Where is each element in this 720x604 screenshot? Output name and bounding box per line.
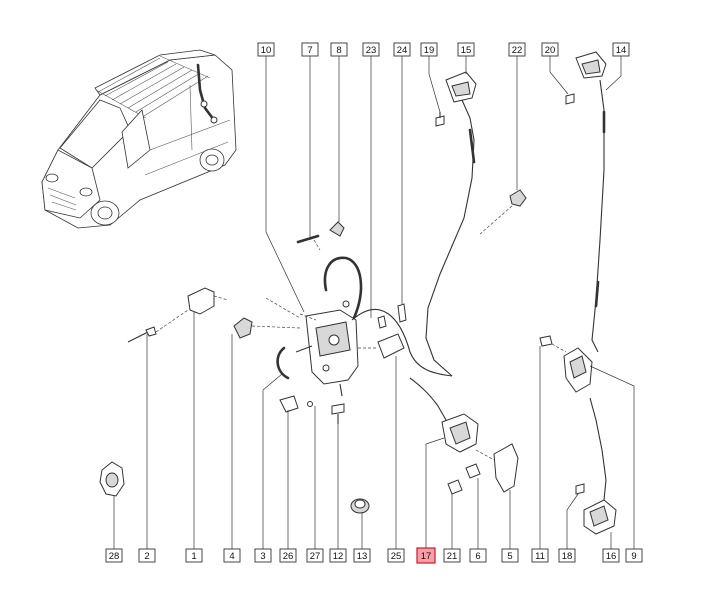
callout-20: 20 [541,42,559,57]
callout-24: 24 [393,42,411,57]
callout-14: 14 [612,42,630,57]
part-rod-7 [296,234,321,251]
callout-7: 7 [301,42,319,57]
callout-3: 3 [254,548,272,563]
callout-label: 19 [424,45,435,56]
callout-label: 28 [109,551,120,562]
callout-label: 10 [261,45,272,56]
callout-13: 13 [353,548,371,563]
part-cable-14 [591,79,606,353]
callout-label: 15 [461,45,472,56]
part-latch-15 [445,71,477,103]
callout-8: 8 [330,42,348,57]
callout-label: 6 [475,551,480,562]
callout-label: 20 [545,45,556,56]
part-rod-2 [127,326,157,343]
callout-label: 13 [357,551,368,562]
part-screw-19 [435,112,445,127]
callout-1: 1 [185,548,203,563]
part-bushing-13 [350,498,370,514]
callout-label: 17 [421,551,432,562]
van-illustration [41,49,237,229]
callout-11: 11 [531,548,549,563]
callout-21: 21 [443,548,461,563]
callout-27: 27 [306,548,324,563]
callout-17-highlighted: 17 [416,547,436,564]
part-lock-10 [265,297,359,397]
callout-label: 24 [397,45,408,56]
part-cable-17 [351,309,453,421]
callout-4: 4 [223,548,241,563]
callout-23: 23 [362,42,380,57]
callout-12: 12 [329,548,347,563]
part-screw-12 [331,403,345,424]
callout-18: 18 [558,548,576,563]
leader-lines-bottom [113,312,635,549]
part-clip-26 [279,395,299,413]
part-handle-9 [551,343,593,393]
callout-16: 16 [602,548,620,563]
callout-label: 12 [333,551,344,562]
callout-label: 4 [229,551,234,562]
part-bracket-1 [155,287,229,333]
part-cable-16 [589,397,607,501]
callout-25: 25 [387,548,405,563]
part-lock-17 [441,413,479,453]
callout-label: 25 [391,551,402,562]
part-bracket-5 [475,443,519,493]
callout-15: 15 [457,42,475,57]
callout-label: 27 [310,551,321,562]
callout-26: 26 [279,548,297,563]
callout-label: 11 [535,551,545,562]
top-callouts: 10 7 8 23 24 19 15 22 20 14 [257,42,630,57]
callout-label: 1 [191,551,196,562]
part-screw-18 [575,483,585,495]
callout-19: 19 [420,42,438,57]
callout-label: 22 [512,45,523,56]
callout-label: 5 [507,551,512,562]
part-screw-20 [565,93,575,105]
part-tube-3 [276,346,290,380]
callout-6: 6 [469,548,487,563]
part-pins-23-24 [377,303,407,329]
callout-label: 3 [260,551,265,562]
callout-10: 10 [257,42,275,57]
callout-label: 7 [307,45,312,56]
callout-label: 8 [336,45,341,56]
part-handle-28 [99,461,125,497]
callout-label: 26 [283,551,294,562]
leader-lines-top [265,56,622,318]
part-plate-25 [358,333,405,359]
callout-label: 14 [616,45,627,56]
part-lock-16 [583,499,617,535]
part-bolt-21 [447,479,463,495]
part-latch-14 [575,51,607,79]
callout-label: 9 [631,551,636,562]
callout-label: 16 [606,551,617,562]
callout-5: 5 [501,548,519,563]
callout-22: 22 [508,42,526,57]
part-clip-22 [479,189,527,235]
callout-label: 23 [366,45,377,56]
part-cable-loop [323,256,363,334]
part-cable-15 [425,99,476,377]
callout-label: 18 [562,551,573,562]
callout-label: 2 [144,551,149,562]
callout-label: 21 [447,551,458,562]
callout-28: 28 [105,548,123,563]
part-screw-11 [539,335,553,347]
part-clip-8 [329,221,345,237]
part-clip-4 [233,317,301,339]
callout-2: 2 [138,548,156,563]
part-screw-6 [465,463,481,479]
bottom-callouts: 28 2 1 4 3 26 27 12 13 25 17 21 6 5 11 1… [105,547,643,564]
callout-9: 9 [625,548,643,563]
part-pin-27 [307,401,313,407]
